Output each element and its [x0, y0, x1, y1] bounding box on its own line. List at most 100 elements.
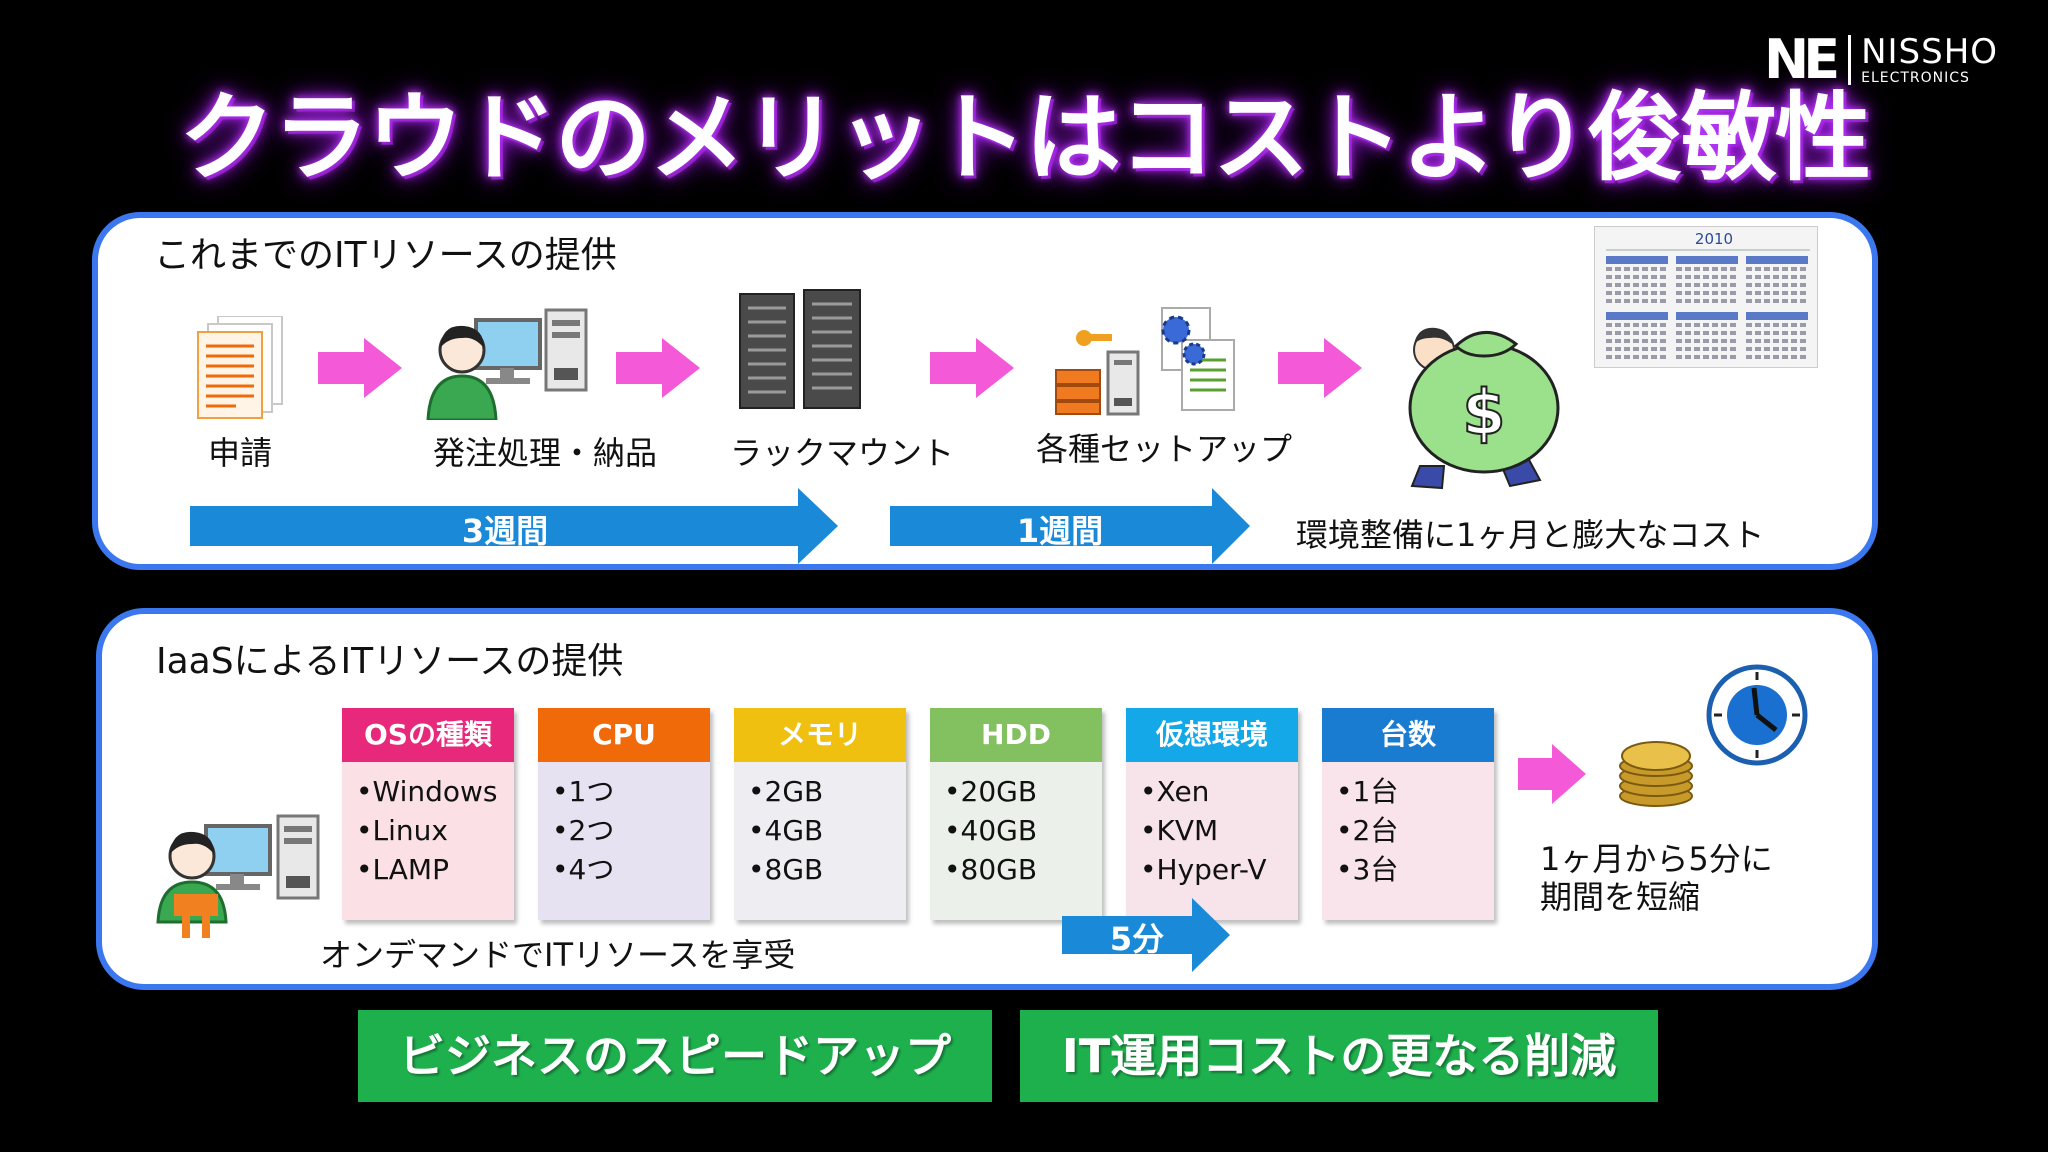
calendar-day: [1685, 291, 1691, 295]
calendar-day: [1721, 355, 1727, 359]
business-speedup-banner: ビジネスのスピードアップ: [358, 1010, 992, 1102]
calendar-day: [1791, 283, 1797, 287]
calendar-day: [1773, 331, 1779, 335]
calendar-month-header: [1676, 256, 1738, 264]
calendar-day: [1712, 283, 1718, 287]
option-item: •KVM: [1140, 814, 1219, 847]
calendar-day: [1712, 323, 1718, 327]
calendar-day: [1800, 275, 1806, 279]
calendar-day: [1685, 355, 1691, 359]
option-item: •LAMP: [356, 853, 449, 886]
calendar-day: [1764, 355, 1770, 359]
calendar-day: [1660, 339, 1666, 343]
calendar-day: [1624, 275, 1630, 279]
calendar-day: [1642, 275, 1648, 279]
calendar-day: [1624, 331, 1630, 335]
calendar-day: [1651, 291, 1657, 295]
option-header-cpu: CPU: [538, 708, 710, 762]
calendar-day: [1730, 339, 1736, 343]
logo-mark: NE: [1764, 28, 1840, 91]
calendar-day: [1651, 347, 1657, 351]
calendar-day: [1685, 339, 1691, 343]
calendar-day: [1800, 291, 1806, 295]
option-column-os: OSの種類 •Windows •Linux •LAMP: [342, 708, 514, 920]
calendar-day: [1624, 267, 1630, 271]
option-header-os: OSの種類: [342, 708, 514, 762]
option-item: •2GB: [748, 775, 824, 808]
calendar-day: [1624, 299, 1630, 303]
calendar-day: [1633, 339, 1639, 343]
calendar-day: [1721, 339, 1727, 343]
calendar-day: [1694, 323, 1700, 327]
calendar-day: [1764, 275, 1770, 279]
calendar-day: [1642, 355, 1648, 359]
calendar-day: [1712, 339, 1718, 343]
calendar-day: [1746, 347, 1752, 351]
calendar-day: [1800, 283, 1806, 287]
calendar-day: [1773, 267, 1779, 271]
calendar-day: [1721, 347, 1727, 351]
calendar-day: [1633, 291, 1639, 295]
calendar-day: [1633, 331, 1639, 335]
calendar-day: [1694, 355, 1700, 359]
calendar-day: [1746, 275, 1752, 279]
calendar-day: [1746, 339, 1752, 343]
calendar-day: [1642, 347, 1648, 351]
calendar-day: [1633, 347, 1639, 351]
calendar-day: [1685, 299, 1691, 303]
calendar-day: [1782, 267, 1788, 271]
option-item: •2台: [1336, 814, 1399, 847]
calendar-day: [1642, 283, 1648, 287]
calendar-day: [1755, 267, 1761, 271]
duration-1week-label: 1週間: [1016, 512, 1104, 550]
calendar-day: [1606, 323, 1612, 327]
calendar-day: [1651, 339, 1657, 343]
calendar-day: [1791, 331, 1797, 335]
calendar-day: [1615, 267, 1621, 271]
option-item: •Linux: [356, 814, 448, 847]
calendar-day: [1651, 267, 1657, 271]
calendar-day: [1721, 291, 1727, 295]
calendar-day: [1791, 347, 1797, 351]
calendar-day: [1755, 275, 1761, 279]
calendar-day: [1782, 291, 1788, 295]
calendar-day: [1651, 283, 1657, 287]
calendar-day: [1676, 299, 1682, 303]
calendar-day: [1712, 331, 1718, 335]
calendar-day: [1773, 275, 1779, 279]
calendar-day: [1606, 275, 1612, 279]
calendar-day: [1660, 331, 1666, 335]
calendar-day: [1730, 283, 1736, 287]
traditional-panel-title: これまでのITリソースの提供: [154, 235, 617, 276]
clock-icon: [1706, 664, 1808, 766]
calendar-day: [1676, 267, 1682, 271]
calendar-day: [1676, 283, 1682, 287]
calendar-month-header: [1746, 256, 1808, 264]
option-item: •1つ: [552, 775, 615, 808]
calendar-day: [1755, 347, 1761, 351]
calendar-day: [1800, 299, 1806, 303]
calendar-day: [1685, 323, 1691, 327]
calendar-day: [1676, 339, 1682, 343]
on-demand-text: オンデマンドでITリソースを享受: [320, 936, 796, 974]
option-column-virtualization: 仮想環境 •Xen •KVM •Hyper-V: [1126, 708, 1298, 920]
calendar-day: [1782, 275, 1788, 279]
calendar-day: [1773, 291, 1779, 295]
calendar-day: [1800, 267, 1806, 271]
calendar-day: [1651, 355, 1657, 359]
logo-sub: ELECTRONICS: [1861, 70, 1970, 86]
calendar-day: [1660, 267, 1666, 271]
calendar-day: [1782, 323, 1788, 327]
calendar-day: [1712, 355, 1718, 359]
calendar-day: [1660, 283, 1666, 287]
calendar-day: [1712, 267, 1718, 271]
calendar-day: [1755, 299, 1761, 303]
calendar-day: [1764, 267, 1770, 271]
calendar-day: [1660, 299, 1666, 303]
calendar-day: [1782, 355, 1788, 359]
calendar-day: [1730, 347, 1736, 351]
calendar-day: [1606, 339, 1612, 343]
calendar-day: [1624, 355, 1630, 359]
calendar-day: [1712, 299, 1718, 303]
calendar-day: [1746, 299, 1752, 303]
